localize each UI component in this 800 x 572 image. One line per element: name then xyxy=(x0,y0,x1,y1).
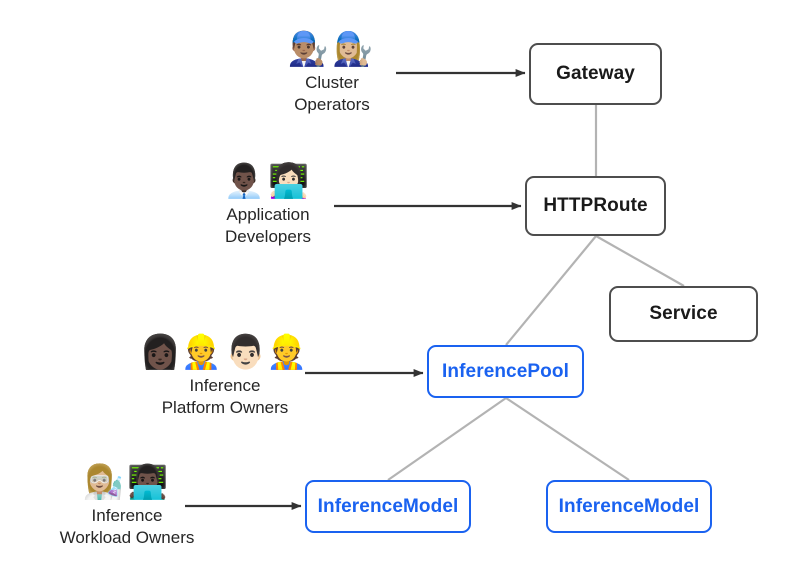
edge-httproute-pool xyxy=(505,235,597,346)
persona-arrows xyxy=(185,69,526,510)
persona-label-line1: Inference xyxy=(189,376,261,395)
node-label: HTTPRoute xyxy=(543,195,648,216)
node-model-left[interactable]: InferenceModel xyxy=(305,480,471,533)
persona-label-line2: Developers xyxy=(225,227,311,246)
edge-httproute-service xyxy=(595,235,685,287)
persona-label-line2: Workload Owners xyxy=(59,528,195,547)
node-label: InferencePool xyxy=(442,360,569,382)
connector-lines xyxy=(387,105,685,481)
persona-label-line1: Cluster xyxy=(305,73,359,92)
node-label: Gateway xyxy=(556,63,635,84)
node-label: Service xyxy=(649,303,718,324)
persona-label-line1: Inference xyxy=(91,506,163,525)
node-gateway[interactable]: Gateway xyxy=(529,43,662,105)
persona-emoji-icon: 👩🏼‍🔬👨🏿‍💻 xyxy=(82,463,172,500)
node-pool[interactable]: InferencePool xyxy=(427,345,584,398)
persona-label-line2: Operators xyxy=(294,95,370,114)
persona-label-line2: Platform Owners xyxy=(161,398,289,417)
node-httproute[interactable]: HTTPRoute xyxy=(525,176,666,236)
persona-label-line1: Application xyxy=(226,205,310,224)
edge-pool-model-right xyxy=(505,397,630,481)
edge-pool-model-left xyxy=(387,397,507,481)
node-service[interactable]: Service xyxy=(609,286,758,342)
persona-emoji-icon: 👨🏿‍💼👩🏻‍💻 xyxy=(223,162,313,199)
node-label: InferenceModel xyxy=(558,495,700,517)
persona-emoji-icon: 👩🏿‍👷👨🏻‍👷 xyxy=(139,333,311,370)
persona-emoji-icon: 👨🏽‍🔧👩🏼‍🔧 xyxy=(287,30,377,67)
node-model-right[interactable]: InferenceModel xyxy=(546,480,712,533)
node-label: InferenceModel xyxy=(317,495,459,517)
